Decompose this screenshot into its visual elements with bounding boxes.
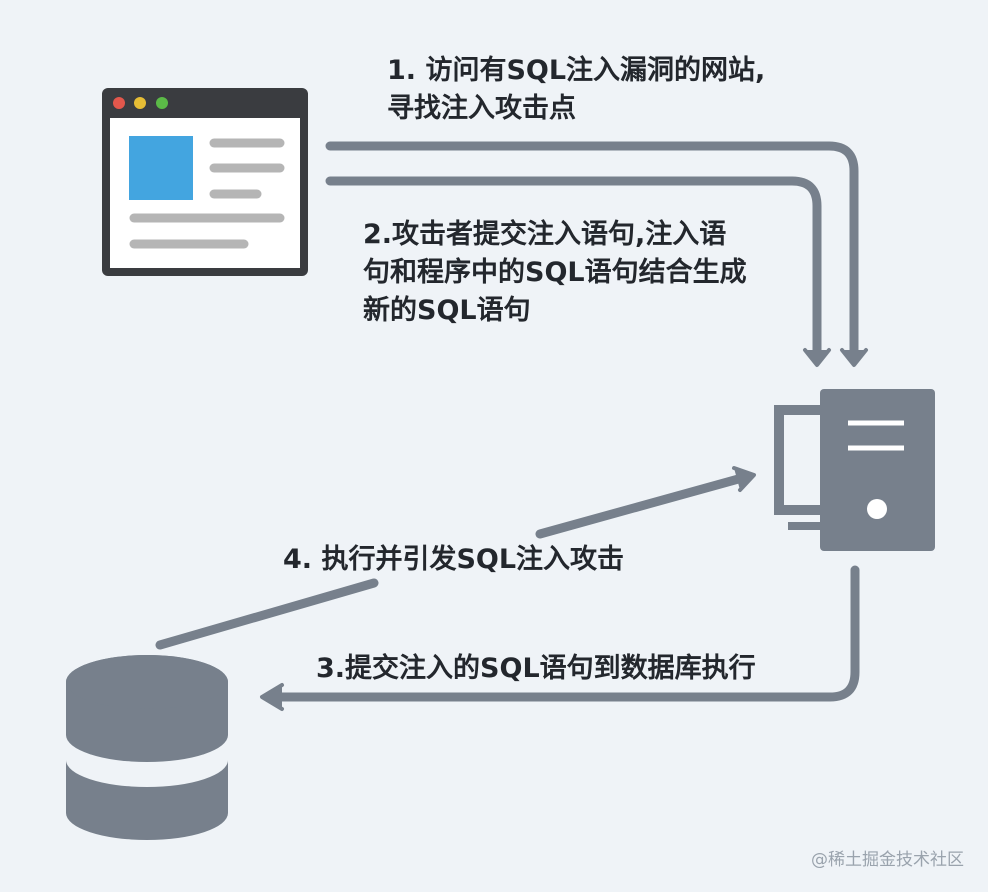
step1-label: 1. 访问有SQL注入漏洞的网站, 寻找注入攻击点 [387, 52, 765, 128]
arrow-step2 [325, 176, 831, 367]
watermark: @稀土掘金技术社区 [811, 850, 964, 870]
step4-label: 4. 执行并引发SQL注入攻击 [283, 544, 625, 575]
arrow-step4 [155, 466, 756, 650]
step2-line: 新的SQL语句 [363, 295, 531, 326]
database-icon [66, 655, 228, 840]
step3-label: 3.提交注入的SQL语句到数据库执行 [316, 653, 756, 684]
step1-line: 1. 访问有SQL注入漏洞的网站, [387, 55, 766, 86]
arrow-step1 [325, 141, 868, 367]
step2-line: 2.攻击者提交注入语句,注入语 [363, 219, 727, 250]
step1-line: 寻找注入攻击点 [387, 93, 576, 124]
server-icon [774, 389, 935, 551]
step2-line: 句和程序中的SQL语句结合生成 [363, 257, 747, 288]
arrow-step3 [260, 565, 860, 711]
step2-label: 2.攻击者提交注入语句,注入语 句和程序中的SQL语句结合生成 新的SQL语句 [363, 216, 747, 330]
browser-window-icon [102, 88, 308, 276]
